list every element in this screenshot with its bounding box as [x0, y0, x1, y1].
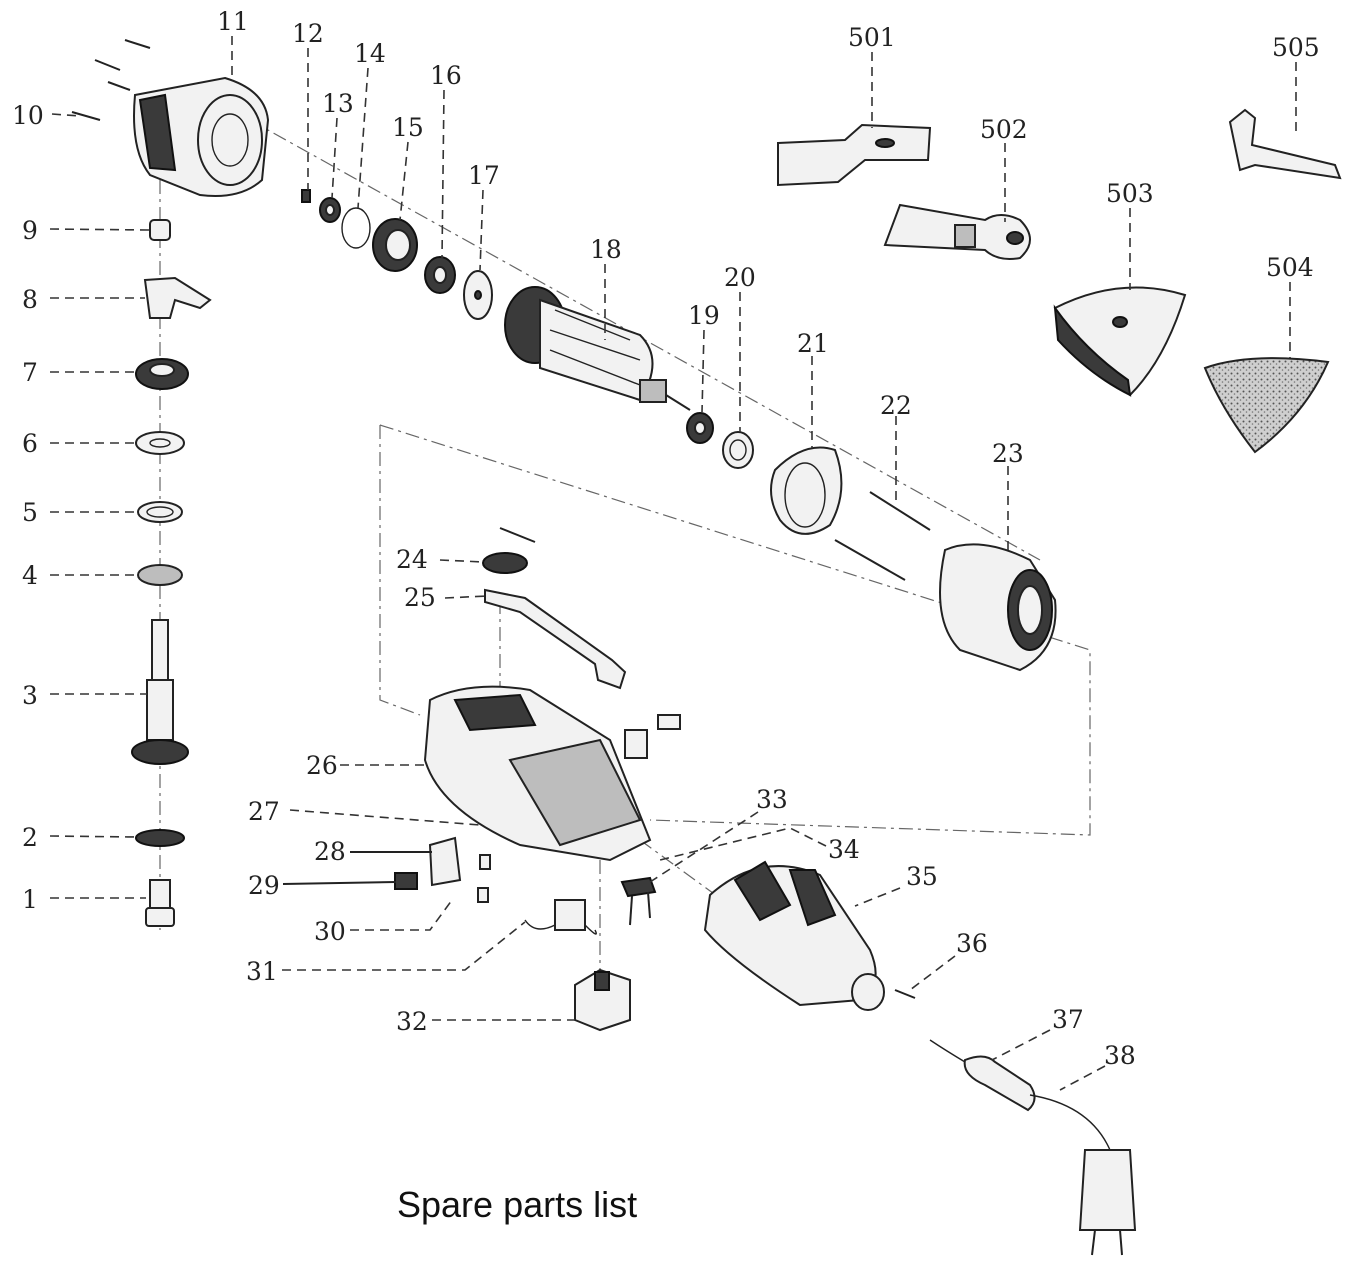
bearing-13 [319, 197, 341, 223]
leader-lines [49, 36, 1297, 1091]
motor-housing-26 [423, 685, 681, 862]
callout-10: 10 [12, 101, 44, 130]
spindle-3 [131, 619, 189, 765]
callout-26: 26 [306, 751, 338, 780]
callout-4: 4 [22, 561, 38, 590]
bolt-1 [145, 879, 175, 927]
callout-37: 37 [1052, 1005, 1084, 1034]
lock-nut-6 [135, 431, 185, 455]
callout-29: 29 [248, 871, 280, 900]
accessory-blade-502 [883, 203, 1031, 260]
callout-16: 16 [430, 61, 462, 90]
callout-8: 8 [22, 285, 38, 314]
callout-13: 13 [322, 89, 354, 118]
sanding-pad-503 [1053, 286, 1187, 397]
callout-7: 7 [22, 358, 38, 387]
bearing-holder-21 [770, 446, 843, 535]
ball-bearing-7 [135, 358, 189, 390]
callout-25: 25 [404, 583, 436, 612]
callout-5: 5 [22, 498, 38, 527]
rear-cover-35 [703, 860, 885, 1011]
spring-ring-5 [137, 501, 183, 523]
bearing-cup-15 [372, 218, 418, 272]
callout-14: 14 [354, 39, 386, 68]
callout-30: 30 [314, 917, 346, 946]
callout-6: 6 [22, 429, 38, 458]
callout-12: 12 [292, 19, 324, 48]
switch-knob-24 [482, 527, 536, 574]
callout-504: 504 [1266, 253, 1314, 282]
bearing-16 [424, 256, 456, 294]
brush-holder-28 [428, 836, 491, 903]
callout-501: 501 [848, 23, 896, 52]
callout-34: 34 [828, 835, 860, 864]
long-screws-22 [834, 491, 931, 581]
needle-bearing [149, 219, 171, 241]
switch-32 [574, 968, 631, 1032]
callout-21: 21 [797, 329, 829, 358]
carbon-brush-29 [394, 872, 418, 890]
callout-11: 11 [217, 7, 249, 36]
callout-19: 19 [688, 301, 720, 330]
washer-2 [135, 829, 185, 847]
hex-key-505 [1228, 108, 1342, 180]
callout-3: 3 [22, 681, 38, 710]
armature-18 [504, 286, 691, 411]
capacitor-31 [524, 899, 597, 935]
callout-38: 38 [1104, 1041, 1136, 1070]
stator-23 [939, 543, 1057, 672]
cup-washer-4 [137, 564, 183, 586]
callout-numbers: 1 2 3 4 5 6 7 8 9 10 11 12 13 14 15 16 1… [12, 7, 1320, 1070]
callout-2: 2 [22, 823, 38, 852]
callout-31: 31 [246, 957, 278, 986]
callout-22: 22 [880, 391, 912, 420]
callout-32: 32 [396, 1007, 428, 1036]
housing-screws [71, 39, 151, 121]
sanding-sheet-504 [1203, 357, 1330, 454]
callout-27: 27 [248, 797, 280, 826]
diagram-caption: Spare parts list [397, 1184, 637, 1225]
callout-17: 17 [468, 161, 500, 190]
switch-lever-25 [484, 588, 627, 690]
callout-28: 28 [314, 837, 346, 866]
o-ring-14 [341, 207, 371, 249]
cable-guard-37 [929, 1039, 1036, 1112]
callout-20: 20 [724, 263, 756, 292]
baffle-disc-17 [463, 270, 493, 320]
bearing-sleeve-20 [722, 431, 754, 469]
callout-24: 24 [396, 545, 428, 574]
callout-502: 502 [980, 115, 1028, 144]
callout-23: 23 [992, 439, 1024, 468]
accessory-blade-501 [777, 123, 932, 187]
callout-503: 503 [1106, 179, 1154, 208]
callout-33: 33 [756, 785, 788, 814]
eccentric-fork [143, 276, 212, 319]
callout-1: 1 [22, 885, 38, 914]
callout-9: 9 [22, 216, 38, 245]
callout-36: 36 [956, 929, 988, 958]
screw-36 [894, 989, 916, 999]
gear-head-housing [71, 39, 270, 197]
callout-505: 505 [1272, 33, 1320, 62]
callout-18: 18 [590, 235, 622, 264]
bearing-19 [686, 412, 714, 444]
cable-clamp-33 [620, 876, 657, 926]
callout-35: 35 [906, 862, 938, 891]
small-pin-12 [301, 189, 311, 203]
power-cord-38 [1029, 1094, 1137, 1256]
callout-15: 15 [392, 113, 424, 142]
